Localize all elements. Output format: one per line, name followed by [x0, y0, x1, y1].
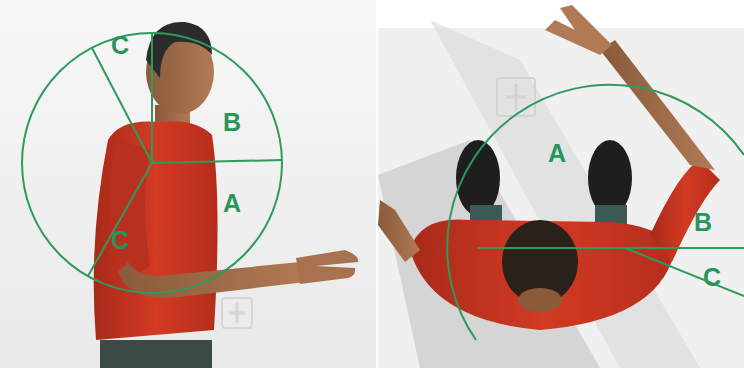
sector-letter: C: [111, 33, 129, 58]
sector-letter: C: [111, 228, 129, 253]
watermark-icon: [222, 298, 252, 328]
watermark-icon: [229, 303, 245, 323]
watermark-icon: [497, 78, 535, 116]
sector-letter: B: [694, 210, 712, 235]
person-top: [378, 5, 720, 330]
panel-background: [0, 0, 376, 368]
sector-circle: [447, 85, 744, 340]
sector-letter: C: [703, 265, 721, 290]
watermark-icon: [506, 84, 526, 110]
sector-letter: B: [223, 110, 241, 135]
sector-letter: A: [223, 191, 241, 216]
panel-background: [378, 0, 744, 368]
sector-letter: A: [548, 141, 566, 166]
sector-circle: [22, 33, 282, 293]
